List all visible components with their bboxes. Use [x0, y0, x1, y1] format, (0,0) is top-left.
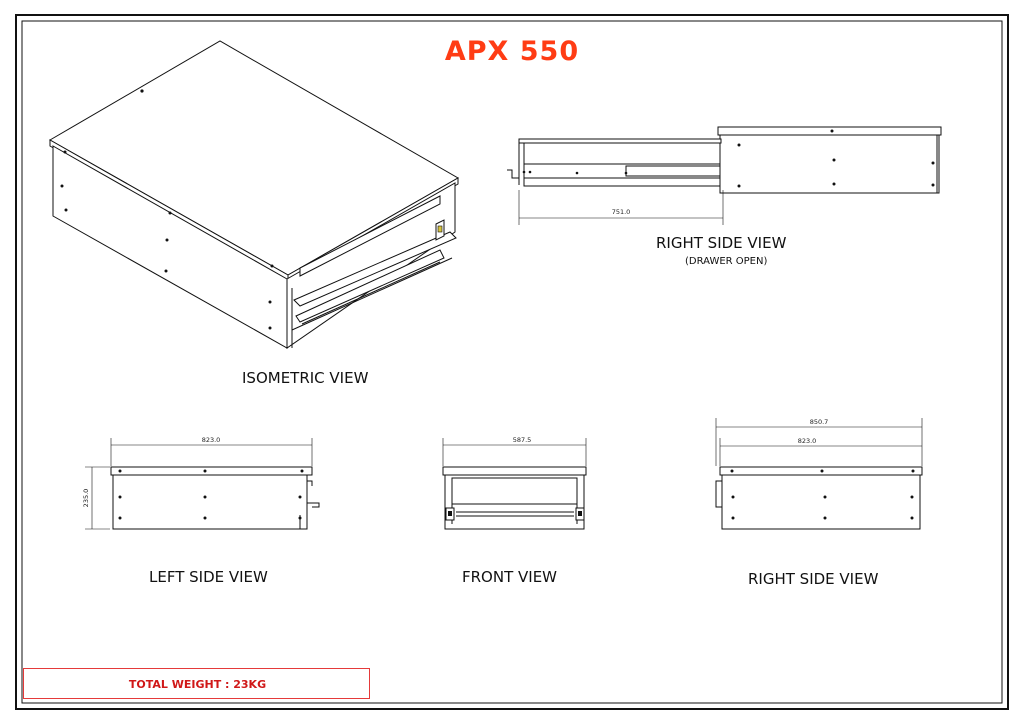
dim-left-width: 823.0	[202, 436, 221, 444]
right-side-open-drawing	[507, 126, 942, 225]
isometric-view-label: ISOMETRIC VIEW	[242, 369, 369, 387]
left-side-drawing	[85, 438, 320, 530]
drawing-title: APX 550	[444, 36, 580, 67]
right-side-drawing	[715, 418, 923, 530]
total-weight-text: TOTAL WEIGHT : 23KG	[128, 678, 267, 691]
outer-border	[15, 14, 1009, 710]
dim-front-width: 587.5	[513, 436, 532, 444]
left-side-view-label: LEFT SIDE VIEW	[149, 568, 268, 586]
dim-right-overall: 850.7	[810, 418, 829, 426]
front-view-label: FRONT VIEW	[462, 568, 558, 586]
dim-right-body: 823.0	[798, 437, 817, 445]
dim-751: 751.0	[612, 208, 631, 216]
isometric-drawing	[48, 40, 460, 349]
right-side-view-label: RIGHT SIDE VIEW	[748, 570, 879, 588]
total-weight-box: TOTAL WEIGHT : 23KG	[23, 668, 370, 699]
inner-border	[21, 20, 1003, 704]
dim-left-height: 235.0	[82, 489, 90, 508]
drawer-open-sublabel: (DRAWER OPEN)	[685, 256, 768, 267]
front-drawing	[442, 438, 587, 530]
right-side-open-label: RIGHT SIDE VIEW	[656, 234, 787, 252]
